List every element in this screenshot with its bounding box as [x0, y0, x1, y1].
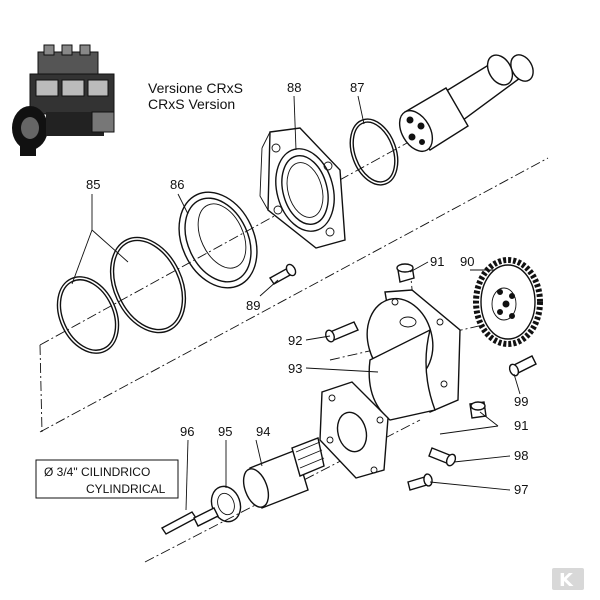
- label-part-90: 90: [460, 254, 474, 269]
- diagram-title-english: CRxS Version: [148, 96, 235, 112]
- label-part-95: 95: [218, 424, 232, 439]
- label-part-91-top: 91: [430, 254, 444, 269]
- part-91-top-plug: [396, 263, 415, 283]
- crankshaft-shaft: [398, 54, 534, 152]
- label-part-97: 97: [514, 482, 528, 497]
- label-part-89: 89: [246, 298, 260, 313]
- part-93-gearbox-housing: [319, 289, 461, 479]
- watermark-logo: K: [552, 568, 584, 591]
- shaft-note-line2: CYLINDRICAL: [86, 482, 166, 496]
- part-87-o-ring: [349, 118, 399, 186]
- part-96-key: [160, 507, 219, 535]
- part-98-screw: [428, 447, 457, 467]
- shaft-note-line1: Ø 3/4" CILINDRICO: [44, 465, 150, 479]
- part-85-o-rings: [56, 236, 187, 354]
- part-92-screw: [325, 321, 359, 343]
- diagram-title-italian: Versione CRxS: [148, 80, 243, 96]
- part-89-screw: [268, 263, 297, 285]
- label-part-94: 94: [256, 424, 270, 439]
- leader-lines: [71, 95, 521, 511]
- part-86-seal-ring: [178, 191, 258, 289]
- label-part-87: 87: [350, 80, 364, 95]
- label-part-91-side: 91: [514, 418, 528, 433]
- label-part-96: 96: [180, 424, 194, 439]
- label-part-85: 85: [86, 177, 100, 192]
- label-part-92: 92: [288, 333, 302, 348]
- part-91-side-plug: [469, 401, 487, 419]
- part-97-screw: [407, 473, 433, 491]
- label-part-99: 99: [514, 394, 528, 409]
- part-88-flange: [259, 127, 346, 249]
- watermark-logo-letter: K: [559, 570, 574, 591]
- shaft-note-box: Ø 3/4" CILINDRICO CYLINDRICAL: [35, 459, 179, 499]
- pump-thumbnail-image: [12, 44, 115, 156]
- part-90-gear: [473, 257, 543, 347]
- part-99-screw: [508, 355, 537, 377]
- label-part-93: 93: [288, 361, 302, 376]
- label-part-88: 88: [287, 80, 301, 95]
- label-part-86: 86: [170, 177, 184, 192]
- part-94-drive-shaft: [242, 437, 325, 509]
- label-part-98: 98: [514, 448, 528, 463]
